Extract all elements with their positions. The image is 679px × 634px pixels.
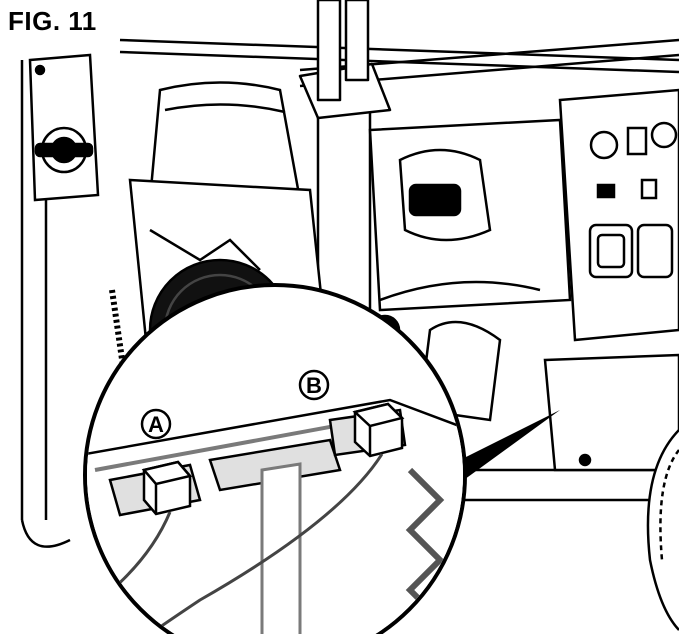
wheel bbox=[646, 429, 679, 631]
callout-label-a: A bbox=[148, 412, 164, 437]
battery-box bbox=[543, 353, 679, 472]
callout-label-b: B bbox=[306, 373, 322, 398]
callout-pointer bbox=[440, 410, 560, 490]
control-panel bbox=[558, 88, 679, 342]
magnified-view: A B bbox=[83, 283, 467, 634]
figure-title: FIG. 11 bbox=[8, 6, 97, 36]
fuel-valve-bracket bbox=[28, 53, 100, 202]
